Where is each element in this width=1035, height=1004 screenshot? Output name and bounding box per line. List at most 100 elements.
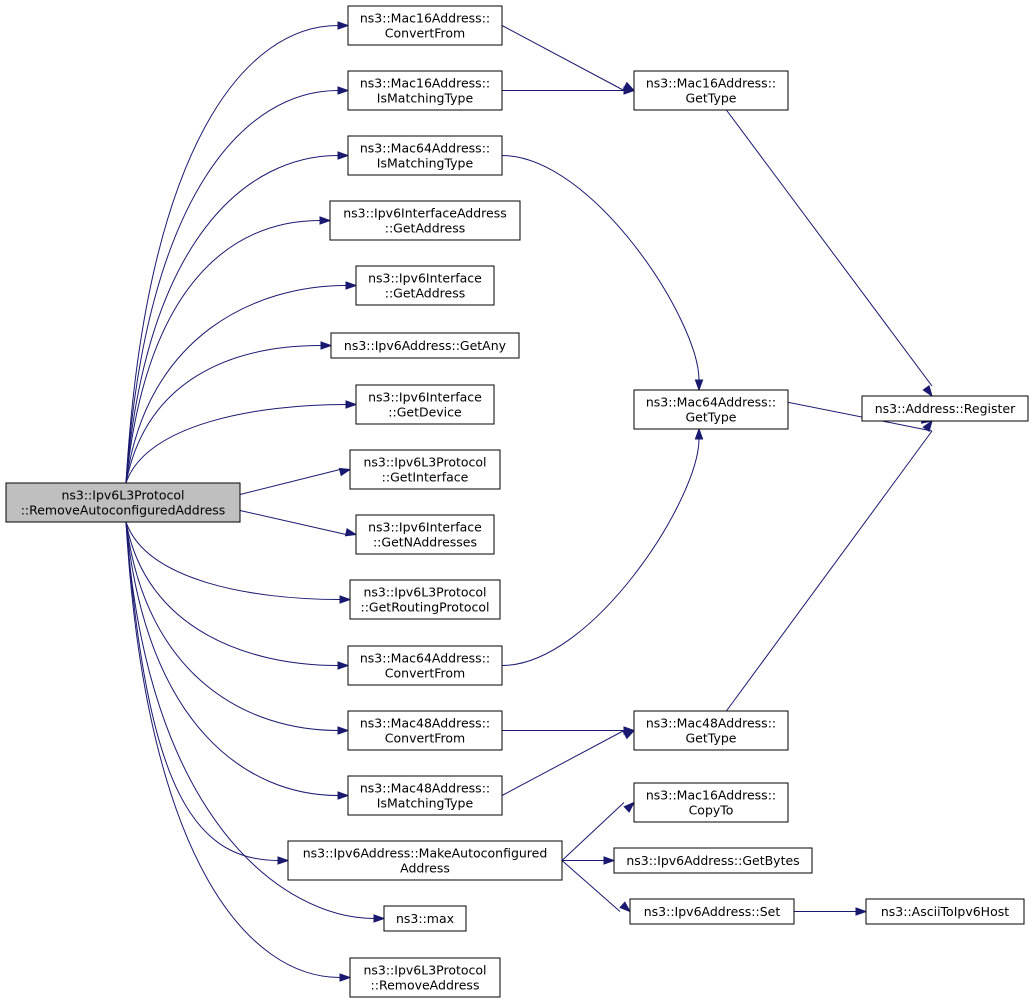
node-ipv6-address-get-bytes[interactable]: ns3::Ipv6Address::GetBytes bbox=[613, 847, 813, 874]
node-label-line: ::GetAddress bbox=[385, 221, 465, 236]
edge-line bbox=[561, 802, 625, 861]
node-box bbox=[355, 384, 495, 425]
node-address-register[interactable]: ns3::Address::Register bbox=[861, 395, 1029, 422]
node-mac16-convert-from[interactable]: ns3::Mac16Address::ConvertFrom bbox=[347, 5, 503, 46]
edge-mac48-is-matching-type-to-mac48-get-type bbox=[501, 729, 636, 796]
node-mac48-convert-from[interactable]: ns3::Mac48Address::ConvertFrom bbox=[347, 710, 503, 751]
edge-line bbox=[125, 220, 321, 484]
node-remove-autoconfigured-address[interactable]: ns3::Ipv6L3Protocol::RemoveAutoconfigure… bbox=[5, 482, 241, 523]
arrowhead bbox=[345, 400, 358, 409]
node-ipv6-interface-address-get-address[interactable]: ns3::Ipv6InterfaceAddress::GetAddress bbox=[329, 200, 521, 241]
arrowhead bbox=[344, 527, 358, 537]
node-label-line: ConvertFrom bbox=[385, 731, 465, 746]
node-mac64-convert-from[interactable]: ns3::Mac64Address::ConvertFrom bbox=[347, 645, 503, 686]
arrowhead bbox=[694, 427, 704, 440]
edge-line bbox=[501, 730, 625, 796]
edge-mac16-is-matching-type-to-mac16-get-type bbox=[502, 86, 636, 95]
arrowhead bbox=[855, 907, 868, 916]
node-label-line: ns3::Mac64Address:: bbox=[360, 141, 490, 156]
node-box bbox=[287, 840, 563, 881]
node-ipv6-l3-protocol-get-routing-protocol[interactable]: ns3::Ipv6L3Protocol::GetRoutingProtocol bbox=[349, 579, 501, 620]
edge-line bbox=[125, 521, 341, 600]
edge-line bbox=[125, 521, 339, 731]
arrowhead bbox=[337, 21, 350, 30]
node-label-line: ::RemoveAutoconfiguredAddress bbox=[21, 503, 226, 518]
edge-ipv6-address-make-autoconfigured-address-to-mac16-copy-to bbox=[561, 801, 636, 861]
node-ipv6-interface-get-device[interactable]: ns3::Ipv6Interface::GetDevice bbox=[355, 384, 495, 425]
node-mac16-is-matching-type[interactable]: ns3::Mac16Address::IsMatchingType bbox=[347, 70, 503, 111]
node-label-line: ns3::Ipv6Address::GetBytes bbox=[626, 853, 799, 868]
node-label-line: ns3::Ipv6L3Protocol bbox=[363, 963, 486, 978]
arrowhead bbox=[337, 151, 350, 160]
arrowhead bbox=[619, 901, 632, 913]
node-mac16-copy-to[interactable]: ns3::Mac16Address::CopyTo bbox=[633, 782, 789, 823]
edge-remove-autoconfigured-address-to-mac64-convert-from bbox=[125, 521, 350, 670]
arrowhead bbox=[922, 384, 933, 398]
node-ipv6-address-get-any[interactable]: ns3::Ipv6Address::GetAny bbox=[330, 332, 520, 359]
edge-ipv6-address-make-autoconfigured-address-to-ipv6-address-get-bytes bbox=[562, 856, 616, 865]
node-mac64-get-type[interactable]: ns3::Mac64Address::GetType bbox=[633, 389, 789, 430]
node-ascii-to-ipv6-host[interactable]: ns3::AsciiToIpv6Host bbox=[865, 898, 1025, 925]
edge-line bbox=[125, 285, 347, 484]
node-label-line: GetType bbox=[686, 91, 737, 106]
edge-line bbox=[725, 109, 933, 387]
edge-line bbox=[501, 25, 625, 91]
node-mac16-get-type[interactable]: ns3::Mac16Address::GetType bbox=[633, 70, 789, 111]
edge-line bbox=[125, 404, 347, 484]
arrowhead bbox=[337, 726, 350, 735]
edge-remove-autoconfigured-address-to-ipv6-interface-get-device bbox=[125, 400, 358, 484]
node-ipv6-interface-get-n-addresses[interactable]: ns3::Ipv6Interface::GetNAddresses bbox=[355, 514, 495, 555]
node-box bbox=[5, 482, 241, 523]
edge-line bbox=[125, 521, 341, 978]
node-label-line: ::GetRoutingProtocol bbox=[361, 600, 490, 615]
node-mac48-is-matching-type[interactable]: ns3::Mac48Address::IsMatchingType bbox=[347, 775, 503, 816]
node-box bbox=[629, 898, 795, 925]
node-ipv6-l3-protocol-remove-address[interactable]: ns3::Ipv6L3Protocol::RemoveAddress bbox=[349, 957, 501, 998]
node-mac48-get-type[interactable]: ns3::Mac48Address::GetType bbox=[633, 710, 789, 751]
edge-mac16-get-type-to-address-register bbox=[725, 109, 933, 398]
node-box bbox=[633, 710, 789, 751]
edge-mac64-convert-from-to-mac64-get-type bbox=[501, 427, 704, 666]
node-ipv6-interface-get-address[interactable]: ns3::Ipv6Interface::GetAddress bbox=[355, 265, 495, 306]
node-label-line: IsMatchingType bbox=[377, 156, 474, 171]
node-ipv6-l3-protocol-get-interface[interactable]: ns3::Ipv6L3Protocol::GetInterface bbox=[349, 449, 501, 490]
edge-remove-autoconfigured-address-to-mac48-is-matching-type bbox=[125, 521, 350, 800]
node-box bbox=[355, 265, 495, 306]
node-box bbox=[347, 70, 503, 111]
edge-line bbox=[125, 521, 339, 666]
arrowhead bbox=[922, 419, 933, 433]
arrowhead bbox=[337, 791, 350, 800]
node-label-line: ns3::Ipv6Interface bbox=[368, 520, 482, 535]
edge-line bbox=[125, 521, 339, 796]
edge-line bbox=[725, 430, 933, 712]
node-max[interactable]: ns3::max bbox=[383, 905, 467, 932]
edge-ipv6-address-set-to-ascii-to-ipv6-host bbox=[794, 907, 868, 916]
edge-line bbox=[561, 860, 621, 912]
node-box bbox=[349, 449, 501, 490]
node-ipv6-address-make-autoconfigured-address[interactable]: ns3::Ipv6Address::MakeAutoconfiguredAddr… bbox=[287, 840, 563, 881]
edge-mac16-convert-from-to-mac16-get-type bbox=[501, 25, 636, 92]
node-box bbox=[347, 5, 503, 46]
edge-remove-autoconfigured-address-to-ipv6-l3-protocol-remove-address bbox=[125, 521, 352, 982]
node-label-line: ConvertFrom bbox=[385, 666, 465, 681]
edge-remove-autoconfigured-address-to-mac48-convert-from bbox=[125, 521, 350, 735]
arrowhead bbox=[622, 729, 636, 740]
node-label-line: Address bbox=[400, 861, 450, 876]
node-mac64-is-matching-type[interactable]: ns3::Mac64Address::IsMatchingType bbox=[347, 135, 503, 176]
arrowhead bbox=[337, 86, 350, 95]
node-box bbox=[349, 579, 501, 620]
node-label-line: ns3::Address::Register bbox=[875, 401, 1016, 416]
node-ipv6-address-set[interactable]: ns3::Ipv6Address::Set bbox=[629, 898, 795, 925]
node-label-line: ::GetNAddresses bbox=[373, 535, 477, 550]
edge-mac64-is-matching-type-to-mac64-get-type bbox=[501, 155, 704, 392]
edge-remove-autoconfigured-address-to-ipv6-address-get-any bbox=[125, 341, 333, 484]
node-label-line: ns3::Ipv6Address::Set bbox=[644, 904, 781, 919]
edge-remove-autoconfigured-address-to-mac16-is-matching-type bbox=[125, 86, 350, 484]
edge-remove-autoconfigured-address-to-max bbox=[125, 521, 386, 923]
edge-remove-autoconfigured-address-to-ipv6-l3-protocol-get-routing-protocol bbox=[125, 521, 352, 604]
node-box bbox=[329, 200, 521, 241]
node-box bbox=[383, 905, 467, 932]
arrowhead bbox=[338, 467, 352, 477]
arrowhead bbox=[337, 661, 350, 670]
edge-ipv6-address-make-autoconfigured-address-to-ipv6-address-set bbox=[561, 860, 632, 913]
